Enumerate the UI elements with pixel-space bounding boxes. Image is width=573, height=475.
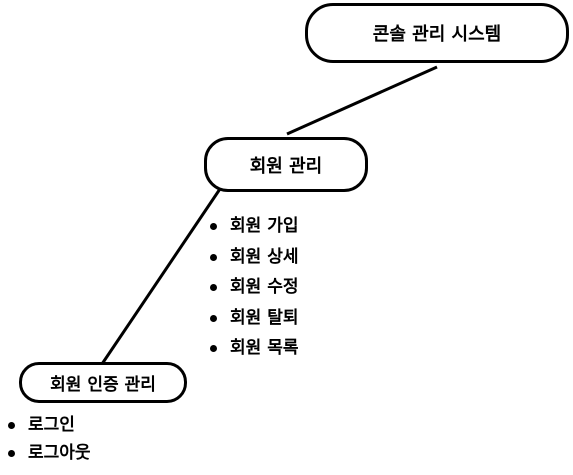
list-item: 회원 탈퇴 (206, 303, 298, 334)
node-member-management: 회원 관리 (204, 137, 368, 192)
list-item: 회원 수정 (206, 272, 298, 303)
node-label: 회원 인증 관리 (50, 375, 156, 395)
list-item: 회원 상세 (206, 242, 298, 273)
member-auth-list: 로그인 로그아웃 (4, 411, 91, 467)
member-management-list: 회원 가입 회원 상세 회원 수정 회원 탈퇴 회원 목록 (206, 211, 298, 364)
list-item: 로그인 (4, 411, 91, 439)
connector-member-to-auth (100, 179, 228, 365)
list-item: 회원 목록 (206, 333, 298, 364)
node-label: 회원 관리 (249, 155, 323, 177)
connector-root-to-member (286, 65, 438, 136)
list-item: 회원 가입 (206, 211, 298, 242)
node-console-management-system: 콘솔 관리 시스템 (305, 3, 569, 63)
node-label: 콘솔 관리 시스템 (372, 24, 502, 45)
node-member-auth-management: 회원 인증 관리 (19, 362, 187, 403)
list-item: 로그아웃 (4, 439, 91, 467)
